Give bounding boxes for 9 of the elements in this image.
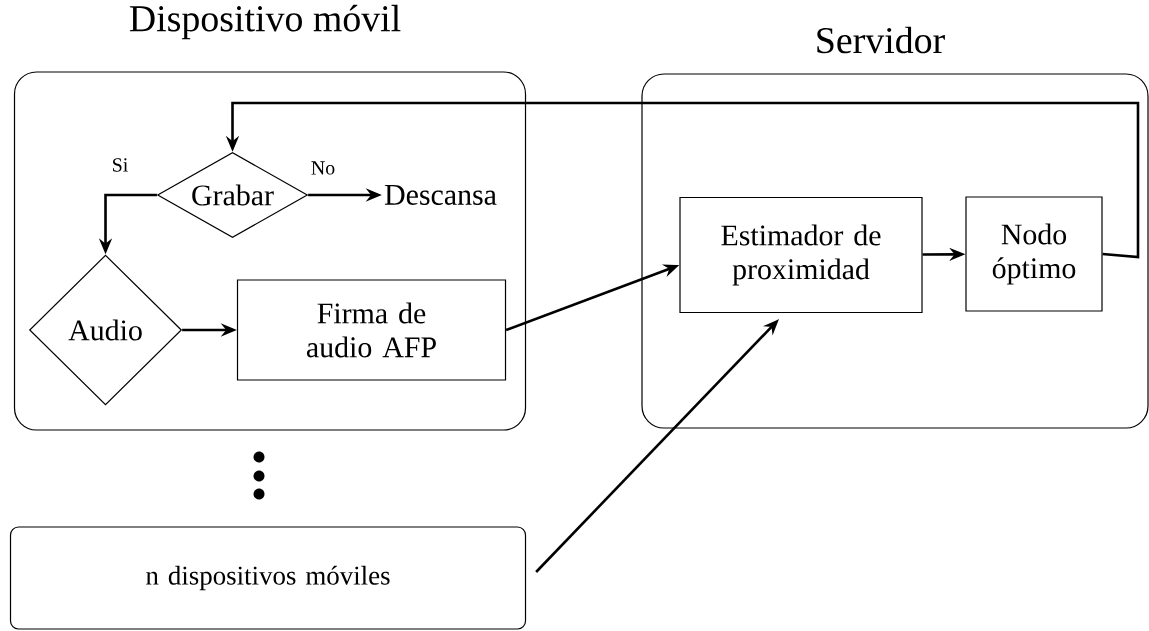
edge-label: No <box>309 160 337 176</box>
panel-title: Dispositivo móvil <box>129 4 401 40</box>
edge-label: Si <box>110 157 130 173</box>
process-label: Descansa <box>384 185 497 205</box>
process-box: Firma de audio AFP <box>236 279 507 381</box>
rounded-box: n dispositivos móviles <box>9 526 527 630</box>
process-box: Estimador de proximidad <box>679 196 923 314</box>
panel-title: Servidor <box>817 26 945 54</box>
process-box: Nodo óptimo <box>965 196 1103 312</box>
